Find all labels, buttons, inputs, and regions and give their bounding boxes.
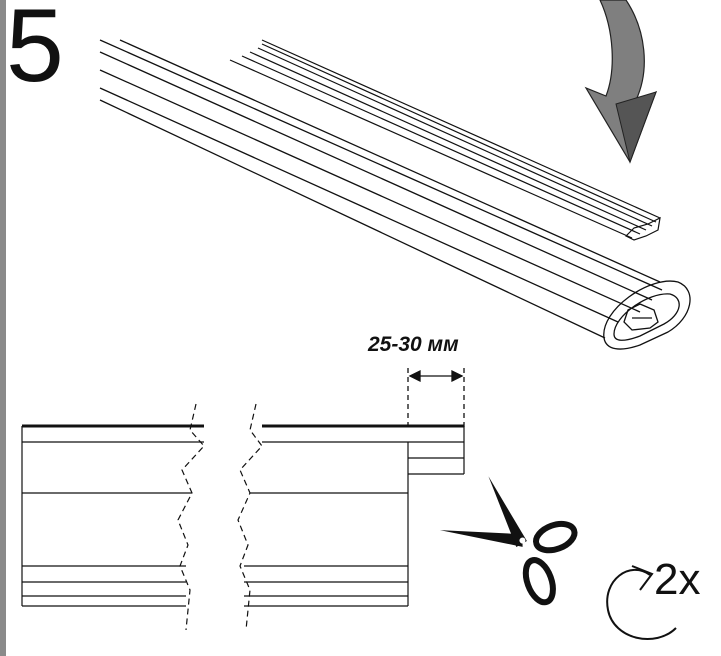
step-number: 5 [6, 0, 64, 104]
roof-rail-profile [99, 39, 691, 350]
page-edge [0, 0, 6, 656]
scissors-icon [439, 476, 578, 606]
curved-down-arrow-icon [584, 0, 658, 164]
rail-side-view [21, 403, 465, 631]
circular-repeat-arrow-icon [606, 565, 677, 640]
repeat-count-label: 2x [654, 555, 701, 604]
rubber-insert-strip [229, 39, 661, 241]
dimension-marker [407, 368, 465, 428]
dimension-label: 25-30 мм [368, 333, 459, 356]
